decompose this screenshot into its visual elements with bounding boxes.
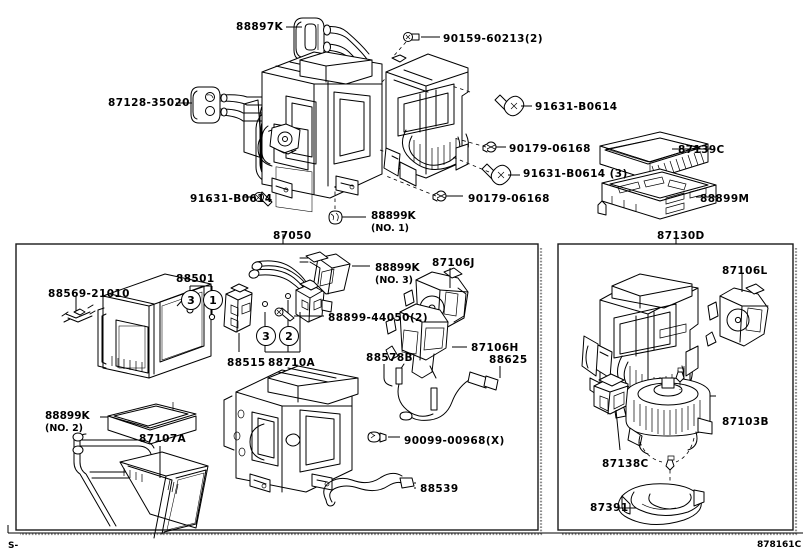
part-label-91631b0614: 91631-B0614 <box>190 193 273 205</box>
sheet-footer-code: 878161C <box>757 540 802 550</box>
callout-circle-3: 3 <box>256 326 276 346</box>
part-label-91631b0614: 91631-B0614 <box>535 101 618 113</box>
part-label-88899440502: 88899-44050(2) <box>328 312 428 324</box>
part-label-88501: 88501 <box>176 273 215 285</box>
part-88899m-case <box>597 168 718 220</box>
sheet-footer-mark: S- <box>8 541 19 551</box>
blower-case-top <box>383 53 469 187</box>
part-88899k-no3 <box>299 251 370 295</box>
part-88897k <box>293 17 325 61</box>
part-90099-00968 <box>367 431 400 443</box>
right-panel-clips <box>665 367 685 482</box>
part-label-88710a: 88710A <box>268 357 316 369</box>
callout-circle-1: 1 <box>203 290 223 310</box>
part-label-87103b: 87103B <box>722 416 769 428</box>
part-label-87050: 87050 <box>273 230 312 242</box>
part-label-88899k-note: 88899K(NO. 2) <box>45 410 90 434</box>
part-label-88539: 88539 <box>420 483 459 495</box>
panel-frames <box>7 234 803 536</box>
part-88578b-harness <box>383 364 438 417</box>
part-87106h-servo <box>385 303 467 379</box>
part-87103b-motor <box>613 377 716 463</box>
part-label-87106l: 87106L <box>722 265 768 277</box>
part-label-87138c: 87138C <box>602 458 649 470</box>
part-label-87106h: 87106H <box>471 342 519 354</box>
part-label-88899m: 88899M <box>700 193 750 205</box>
part-88625-sensor <box>399 366 501 421</box>
part-label-88899k-note: 88899K(NO. 3) <box>375 262 420 286</box>
part-label-9017906168: 90179-06168 <box>468 193 550 205</box>
hvac-case-top <box>243 51 383 213</box>
part-label-88897k: 88897K <box>236 21 284 33</box>
part-label-91631b06143: 91631-B0614 (3) <box>523 168 628 180</box>
bottom-mid-art <box>223 251 501 507</box>
part-88569 <box>61 296 96 323</box>
part-label-88625: 88625 <box>489 354 528 366</box>
part-label-87106j: 87106J <box>432 257 475 269</box>
top-assembly-art <box>176 17 718 225</box>
part-88710a <box>248 260 333 353</box>
part-88899-44050 <box>274 307 324 322</box>
part-88515 <box>223 283 253 352</box>
part-label-87107a: 87107A <box>139 433 187 445</box>
part-label-87139c: 87139C <box>678 144 725 156</box>
callout-circle-3: 3 <box>181 290 201 310</box>
callout-circle-2: 2 <box>279 326 299 346</box>
part-87128-35020 <box>190 86 221 124</box>
bottom-right-art <box>581 273 769 525</box>
part-label-88515: 88515 <box>227 357 266 369</box>
part-label-87391: 87391 <box>590 502 629 514</box>
part-label-8712835020: 87128-35020 <box>108 97 190 109</box>
part-label-88899k-note: 88899K(NO. 1) <box>371 210 416 234</box>
hvac-case-bottom <box>223 365 359 493</box>
blower-case-right <box>581 273 699 413</box>
part-88899k-no2 <box>100 402 197 445</box>
part-label-88578b: 88578B <box>366 352 413 364</box>
part-label-87130d: 87130D <box>657 230 705 242</box>
part-87138c-resistor <box>593 373 629 451</box>
top-fasteners <box>244 32 532 225</box>
part-label-9009900968x: 90099-00968(X) <box>404 435 505 447</box>
part-87107a-heater-core <box>72 432 209 539</box>
part-label-9017906168: 90179-06168 <box>509 143 591 155</box>
part-88539-hose <box>323 472 416 507</box>
part-label-8856921010: 88569-21010 <box>48 288 130 300</box>
part-87106l-servo <box>705 274 769 347</box>
part-87139c-filter <box>599 131 710 181</box>
part-87391-cover <box>617 483 705 525</box>
part-label-90159602132: 90159-60213(2) <box>443 33 543 45</box>
